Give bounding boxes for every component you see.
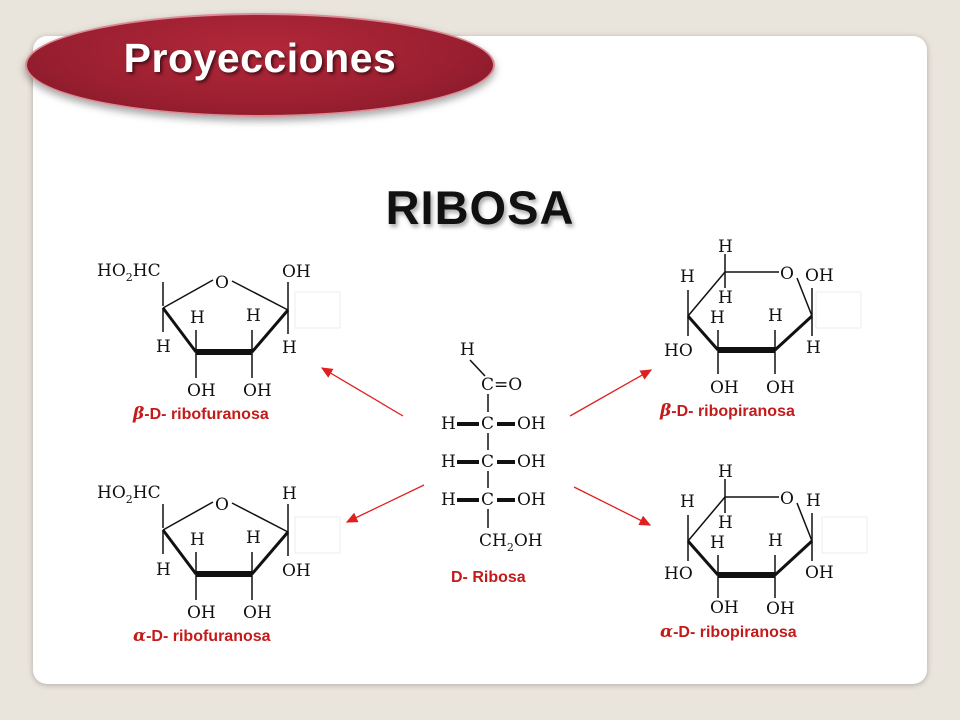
c4-h: H [156, 337, 171, 357]
ho2hc-label: HO2HC [97, 261, 161, 284]
fischer-row3-right: OH [517, 490, 546, 510]
svg-text:O: O [780, 264, 794, 284]
beta-ribofuranose: HO2HC O OH H H H H OH OH β-D- ribofurano… [97, 261, 341, 424]
conversion-arrows [320, 367, 653, 526]
c3-oh: OH [710, 378, 739, 398]
beta-ribopyranose: O H H OH H H H H HO OH OH β-D- ribopiran… [659, 237, 862, 421]
c1-oh: OH [805, 563, 834, 583]
c1-h: H [282, 338, 297, 358]
caption-d-ribose: D- Ribosa [451, 569, 526, 586]
c1-h: H [282, 484, 297, 504]
ho2hc-label: HO2HC [97, 483, 161, 506]
c2-oh: OH [243, 603, 272, 623]
c2-h: H [246, 306, 261, 326]
c2-h: H [768, 531, 783, 551]
c4-ho: HO [664, 564, 693, 584]
c3-h: H [710, 533, 725, 553]
caption-beta-furanose: β-D- ribofuranosa [132, 404, 269, 424]
c3-oh: OH [710, 598, 739, 618]
alpha-ribopyranose: O H H H H H H OH HO OH OH α-D- ribopiran… [660, 462, 868, 642]
c1-oh: OH [805, 266, 834, 286]
d-ribose-fischer: H C=O H C OH H C OH H C OH CH2OH D- Ribo… [441, 340, 546, 586]
fischer-aldehyde: C=O [481, 375, 522, 395]
title-badge: Proyecciones [25, 13, 495, 117]
fischer-row1-right: OH [517, 414, 546, 434]
caption-alpha-furanose: α-D- ribofuranosa [133, 626, 271, 646]
badge-title: Proyecciones [123, 34, 397, 81]
c2-oh: OH [766, 599, 795, 619]
c3-h: H [190, 308, 205, 328]
c3-oh: OH [187, 381, 216, 401]
c4-ho: HO [664, 341, 693, 361]
svg-text:O: O [215, 495, 229, 515]
svg-text:O: O [215, 273, 229, 293]
fischer-row1-left: H [441, 414, 456, 434]
c4-h: H [680, 267, 695, 287]
c3-oh: OH [187, 603, 216, 623]
c4-h: H [680, 492, 695, 512]
c1-h: H [806, 338, 821, 358]
caption-alpha-pyranose: α-D- ribopiranosa [660, 622, 797, 642]
c2-oh: OH [243, 381, 272, 401]
c5-h-up: H [718, 237, 733, 257]
c2-h: H [246, 528, 261, 548]
c1-h: H [806, 491, 821, 511]
c4-h: H [156, 560, 171, 580]
fischer-row1-c: C [481, 414, 494, 434]
caption-beta-pyranose: β-D- ribopiranosa [659, 401, 795, 421]
c5-h-up: H [718, 462, 733, 482]
fischer-row3-c: C [481, 490, 494, 510]
page-title: RIBOSA [385, 181, 575, 234]
c2-h: H [768, 306, 783, 326]
fischer-row2-left: H [441, 452, 456, 472]
alpha-ribofuranose: HO2HC O H H H H OH OH OH α-D- ribofurano… [97, 483, 341, 646]
fischer-row3-left: H [441, 490, 456, 510]
c1-oh: OH [282, 262, 311, 282]
svg-text:O: O [780, 489, 794, 509]
c3-h: H [190, 530, 205, 550]
fischer-row2-right: OH [517, 452, 546, 472]
c5-h-down: H [718, 288, 733, 308]
fischer-bottom: CH2OH [479, 531, 543, 554]
fischer-top-h: H [460, 340, 475, 360]
c1-oh: OH [282, 561, 311, 581]
fischer-row2-c: C [481, 452, 494, 472]
c2-oh: OH [766, 378, 795, 398]
slide-card [33, 36, 927, 684]
c3-h: H [710, 308, 725, 328]
c5-h-down: H [718, 513, 733, 533]
